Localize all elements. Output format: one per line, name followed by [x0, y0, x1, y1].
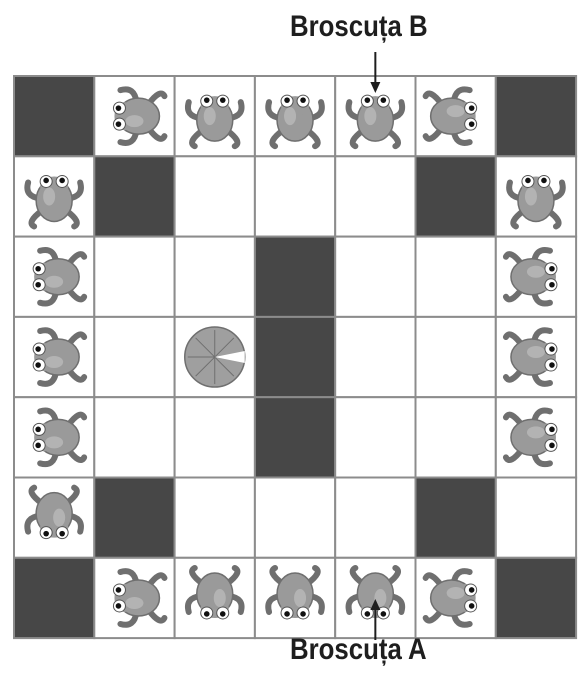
lily-pad [185, 327, 245, 387]
light-cell [335, 237, 415, 317]
dark-cell [255, 237, 335, 317]
light-cell [496, 478, 576, 558]
dark-cell [416, 156, 496, 236]
light-cell [416, 397, 496, 477]
light-cell [94, 317, 174, 397]
dark-cell [416, 478, 496, 558]
light-cell [175, 397, 255, 477]
light-cell [255, 478, 335, 558]
dark-cell [255, 317, 335, 397]
frog-a-label: Broscuța A [290, 633, 427, 667]
light-cell [416, 237, 496, 317]
light-cell [335, 317, 415, 397]
light-cell [335, 156, 415, 236]
dark-cell [14, 76, 94, 156]
light-cell [175, 156, 255, 236]
light-cell [175, 478, 255, 558]
light-cell [416, 317, 496, 397]
dark-cell [94, 156, 174, 236]
dark-cell [94, 478, 174, 558]
light-cell [335, 397, 415, 477]
light-cell [94, 237, 174, 317]
dark-cell [496, 76, 576, 156]
light-cell [335, 478, 415, 558]
light-cell [255, 156, 335, 236]
dark-cell [496, 558, 576, 638]
light-cell [94, 397, 174, 477]
dark-cell [14, 558, 94, 638]
light-cell [175, 237, 255, 317]
dark-cell [255, 397, 335, 477]
